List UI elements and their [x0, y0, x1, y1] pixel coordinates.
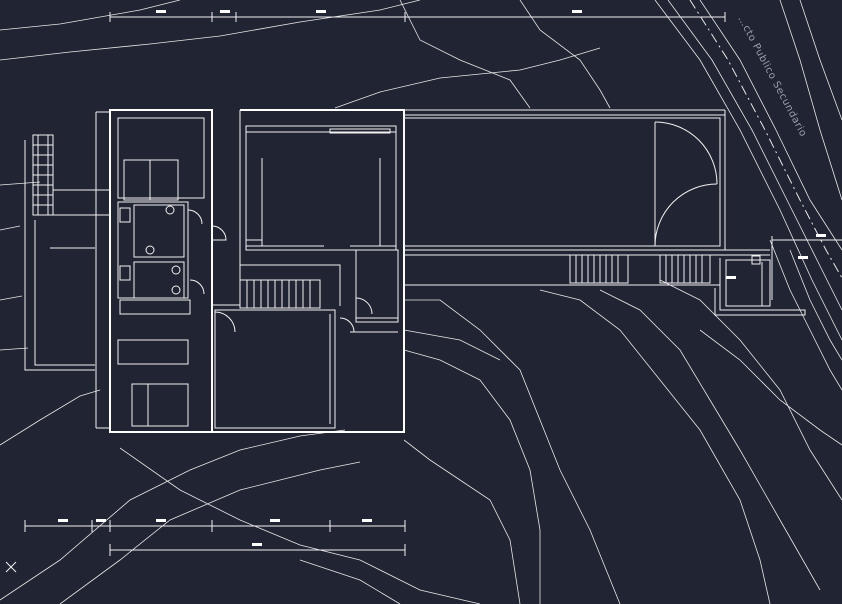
dimension-line-top: [109, 10, 726, 22]
dimension-line-bottom-1: [24, 519, 406, 532]
entry-gate: [714, 234, 842, 316]
dimension-line-bottom-2: [109, 543, 406, 556]
exterior-stair-left: [24, 134, 110, 371]
living-room: [245, 125, 397, 251]
interior-stair: [239, 264, 341, 309]
bedroom-lower: [214, 249, 399, 429]
garage: [403, 117, 770, 286]
ucs-x-icon: [5, 561, 17, 573]
wing-left-rooms: [117, 117, 227, 427]
building-outline: [95, 109, 726, 433]
road: …cto Publico Secundario: [654, 0, 842, 391]
